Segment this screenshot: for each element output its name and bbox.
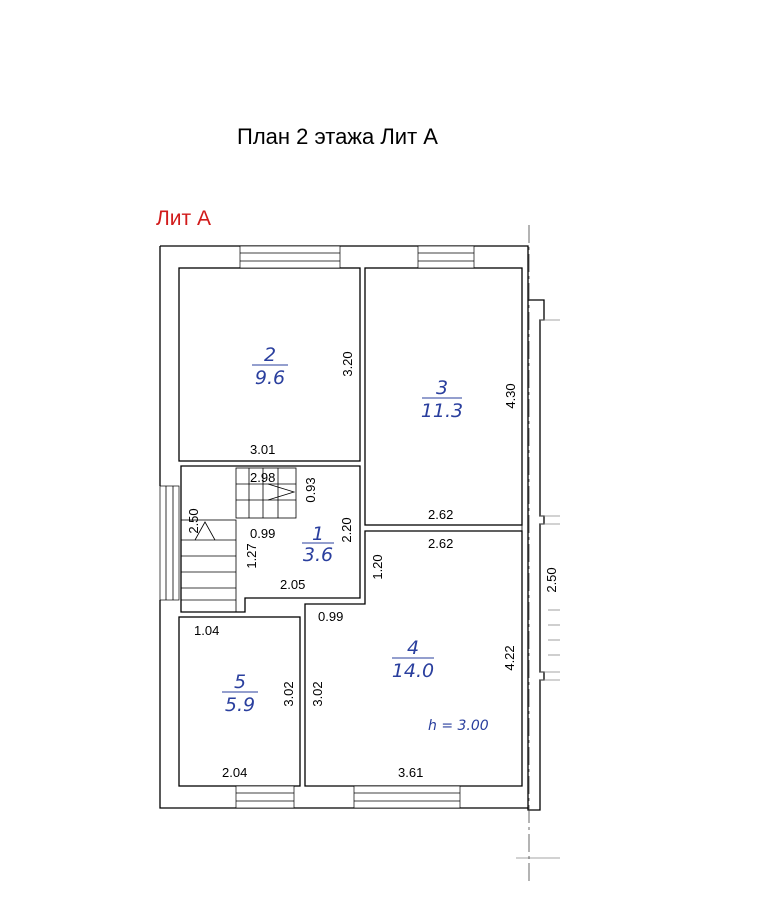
room-4-outline	[304, 530, 523, 787]
dim-room1-height: 2.20	[339, 517, 354, 542]
dim-room3-height: 4.30	[503, 383, 518, 408]
stair-upper-flight	[235, 467, 297, 519]
dim-room4-top-width: 2.62	[428, 536, 453, 551]
room-5-label: 5 5.9	[222, 671, 258, 716]
room-2-number: 2	[264, 344, 276, 366]
dim-room4-height: 4.22	[502, 645, 517, 670]
room-4-label: 4 14.0	[392, 637, 434, 682]
dim-room3-width: 2.62	[428, 507, 453, 522]
dim-room1-width: 2.05	[280, 577, 305, 592]
window-room-5	[235, 785, 295, 809]
dim-stair-lower-length: 1.27	[244, 543, 259, 568]
room-3-number: 3	[436, 377, 448, 399]
dim-room2-width: 3.01	[250, 442, 275, 457]
room-2-label: 2 9.6	[252, 344, 288, 389]
dim-neighbor: 2.50	[544, 567, 559, 592]
room-3-area: 11.3	[421, 400, 463, 422]
window-room-4	[353, 785, 461, 809]
room-1-number: 1	[312, 523, 324, 545]
dim-landing-width: 0.99	[250, 526, 275, 541]
room-4-area: 14.0	[392, 660, 434, 682]
neighbor-building	[516, 319, 560, 859]
dim-room2-height: 3.20	[340, 351, 355, 376]
dim-room5-top-width: 1.04	[194, 623, 219, 638]
room-1-area: 3.6	[303, 544, 333, 566]
dim-room5-height: 3.02	[281, 681, 296, 706]
ceiling-height-note: h = 3.00	[428, 718, 489, 734]
window-stair	[159, 485, 180, 601]
plan-title: План 2 этажа Лит А	[237, 124, 438, 149]
room-5-number: 5	[234, 671, 246, 693]
dim-stair-upper-depth: 0.93	[303, 477, 318, 502]
window-room-3	[417, 245, 475, 269]
room-1-label: 1 3.6	[302, 523, 334, 566]
dim-room4-notch-height: 1.20	[370, 554, 385, 579]
room-2-area: 9.6	[255, 367, 285, 389]
dim-room5-width: 2.04	[222, 765, 247, 780]
room-3-label: 3 11.3	[421, 377, 463, 422]
window-room-2	[239, 245, 341, 269]
dim-stair-left-length: 2.50	[186, 508, 201, 533]
dim-room4-width: 3.61	[398, 765, 423, 780]
room-5-area: 5.9	[225, 694, 255, 716]
room-4-number: 4	[407, 637, 419, 659]
dim-stair-upper-width: 2.98	[250, 470, 275, 485]
dim-room4-left-height: 3.02	[310, 681, 325, 706]
lit-label: Лит А	[156, 207, 211, 230]
dim-room4-notch-width: 0.99	[318, 609, 343, 624]
stair-left-flight	[180, 519, 237, 613]
